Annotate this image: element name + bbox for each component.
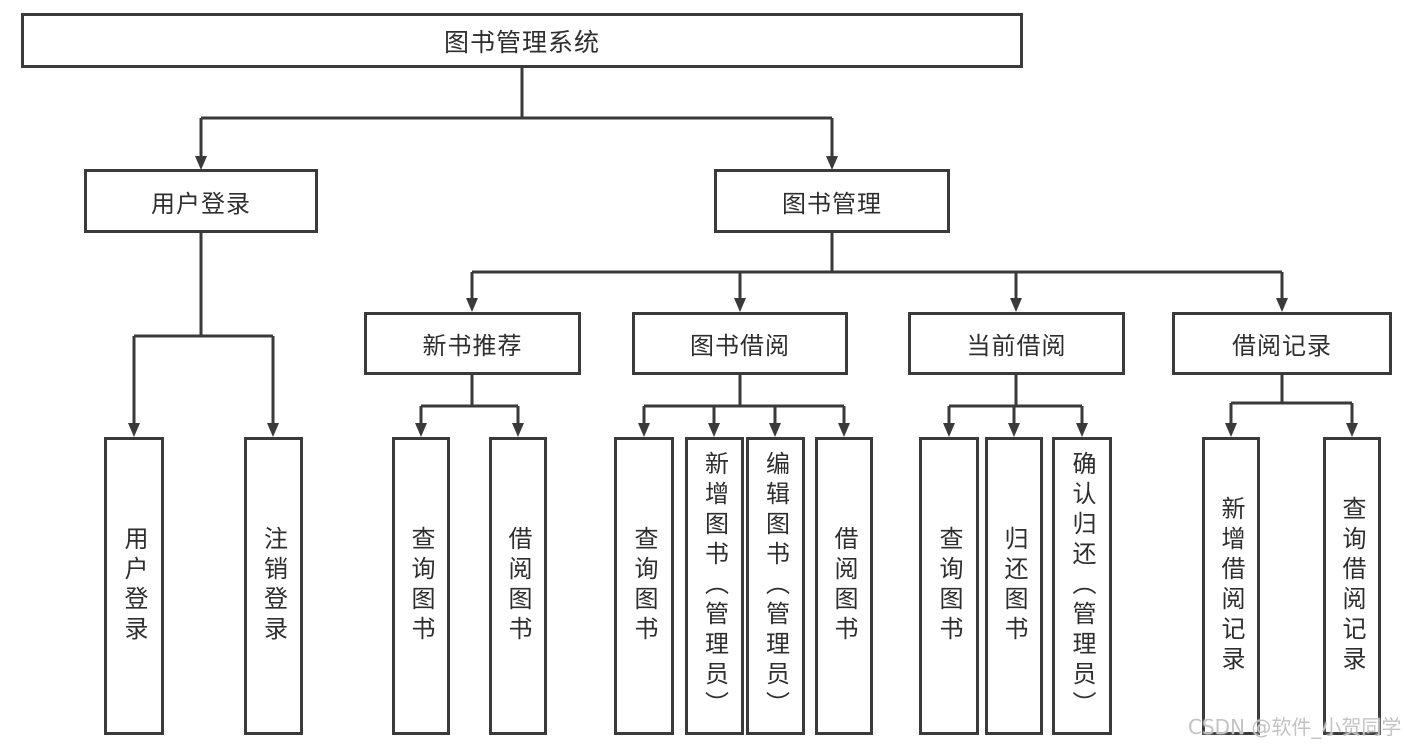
leaf-borrow-books-borrowing: 借阅图书 — [815, 437, 873, 735]
edge-user-login-to-leaves — [132, 233, 275, 425]
arrowhead-icon — [195, 156, 207, 170]
leaf-query-books-borrowing: 查询图书 — [614, 437, 674, 735]
leaf-confirm-return-admin: 确认归还（管理员） — [1052, 437, 1112, 735]
node-library-management-system: 图书管理系统 — [21, 13, 1023, 68]
leaf-query-books-current: 查询图书 — [919, 437, 979, 735]
edge-current-borrowing-to-leaves — [947, 375, 1084, 425]
edge-book-management-to-level3 — [470, 233, 1284, 300]
arrowhead-icon — [1276, 298, 1288, 312]
node-label: 查询图书 — [935, 526, 963, 646]
leaf-query-books-recommend: 查询图书 — [392, 437, 450, 735]
edge-book-borrowing-to-leaves — [642, 375, 846, 425]
leaf-return-books: 归还图书 — [985, 437, 1043, 735]
node-label: 归还图书 — [1000, 526, 1028, 646]
node-borrowing-records: 借阅记录 — [1172, 312, 1392, 375]
arrowhead-icon — [128, 423, 140, 437]
node-label: 图书管理 — [782, 189, 882, 218]
arrowhead-icon — [769, 423, 781, 437]
arrowhead-icon — [708, 423, 720, 437]
node-label: 图书借阅 — [690, 332, 790, 360]
node-label: 借阅记录 — [1232, 332, 1332, 360]
arrowhead-icon — [415, 423, 427, 437]
leaf-add-borrow-record: 新增借阅记录 — [1202, 437, 1260, 735]
leaf-user-login: 用户登录 — [104, 437, 164, 735]
csdn-watermark: CSDN @软件_小贺同学 — [1188, 715, 1402, 739]
leaf-logout-login: 注销登录 — [244, 437, 303, 735]
node-label: 新增借阅记录 — [1217, 496, 1245, 676]
node-label: 确认归还（管理员） — [1068, 451, 1096, 721]
edge-new-book-recommendation-to-leaves — [419, 375, 520, 425]
leaf-edit-book-admin: 编辑图书（管理员） — [746, 437, 805, 735]
node-label: 查询图书 — [630, 526, 658, 646]
arrowhead-icon — [1008, 423, 1020, 437]
node-label: 当前借阅 — [966, 332, 1067, 360]
node-book-management: 图书管理 — [714, 169, 950, 233]
node-label: 编辑图书（管理员） — [761, 451, 790, 721]
edge-root-to-level2 — [199, 68, 834, 158]
node-label: 借阅图书 — [830, 526, 858, 646]
leaf-borrow-books-recommend: 借阅图书 — [489, 437, 547, 735]
arrowhead-icon — [1010, 298, 1022, 312]
leaf-query-borrow-record: 查询借阅记录 — [1323, 437, 1381, 735]
arrowhead-icon — [1076, 423, 1088, 437]
node-label: 新增图书（管理员） — [700, 451, 729, 721]
node-label: 查询图书 — [407, 526, 435, 646]
arrowhead-icon — [826, 156, 838, 170]
node-label: 用户登录 — [151, 189, 251, 218]
node-user-login: 用户登录 — [84, 169, 318, 233]
edge-borrowing-records-to-leaves — [1229, 375, 1354, 425]
node-book-borrowing: 图书借阅 — [632, 312, 848, 375]
leaf-add-book-admin: 新增图书（管理员） — [685, 437, 744, 735]
node-label: 用户登录 — [120, 526, 148, 646]
arrowhead-icon — [267, 423, 279, 437]
arrowhead-icon — [1225, 423, 1237, 437]
arrowhead-icon — [838, 423, 850, 437]
arrowhead-icon — [734, 298, 746, 312]
node-label: 查询借阅记录 — [1338, 496, 1366, 676]
node-new-book-recommendation: 新书推荐 — [364, 312, 581, 375]
node-label: 借阅图书 — [504, 526, 532, 646]
node-label: 新书推荐 — [422, 332, 523, 360]
arrowhead-icon — [638, 423, 650, 437]
arrowhead-icon — [1346, 423, 1358, 437]
arrowhead-icon — [943, 423, 955, 437]
arrowhead-icon — [466, 298, 478, 312]
node-label: 图书管理系统 — [443, 27, 600, 57]
arrowhead-icon — [512, 423, 524, 437]
node-current-borrowing: 当前借阅 — [908, 312, 1125, 375]
node-label: 注销登录 — [259, 526, 288, 646]
